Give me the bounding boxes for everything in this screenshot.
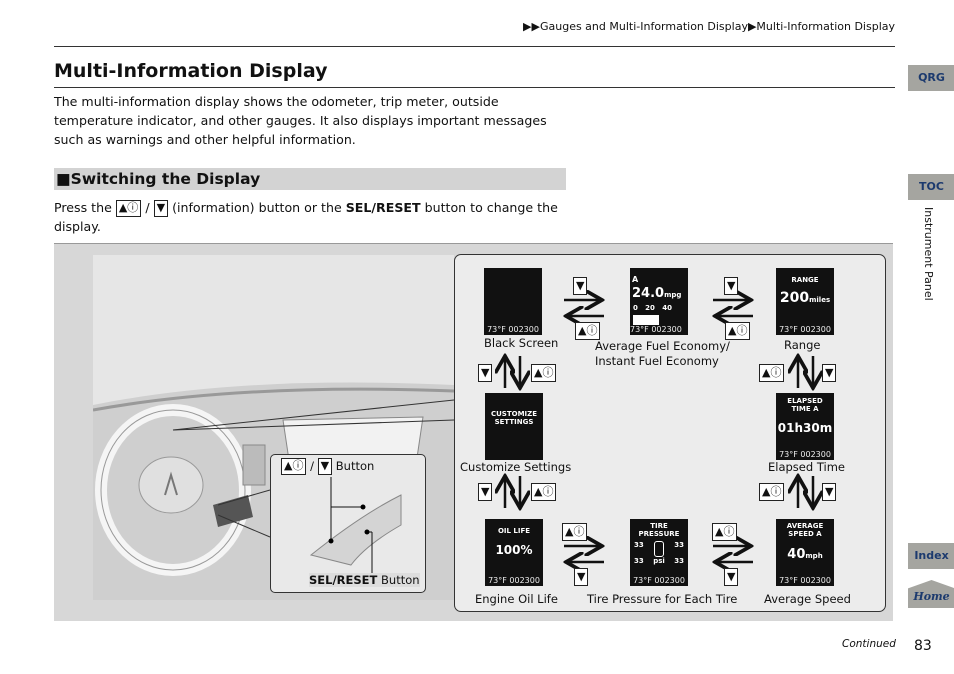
info-up-button-icon: ▲ⓘ xyxy=(759,483,785,501)
page-title: Multi-Information Display xyxy=(54,60,328,82)
car-icon xyxy=(654,541,664,557)
header-divider xyxy=(54,46,895,47)
down-button-icon: ▼ xyxy=(478,364,493,382)
tab-index[interactable]: Index xyxy=(908,543,954,569)
section-marker: ■ xyxy=(56,170,71,188)
page-number: 83 xyxy=(914,638,932,654)
title-underline xyxy=(54,87,895,88)
intro-paragraph: The multi-information display shows the … xyxy=(54,94,547,147)
label-average-speed: Average Speed xyxy=(764,592,851,606)
info-up-button-icon: ▲ⓘ xyxy=(575,322,601,340)
section-title: Switching the Display xyxy=(70,170,261,188)
label-engine-oil-life: Engine Oil Life xyxy=(475,592,558,606)
info-up-button-glyph: ▲ⓘ xyxy=(115,200,142,217)
screen-black: 73°F 002300 xyxy=(484,268,542,335)
label-customize-settings: Customize Settings xyxy=(460,460,572,474)
tab-toc[interactable]: TOC xyxy=(908,174,954,200)
breadcrumb-current[interactable]: Multi-Information Display xyxy=(756,20,895,33)
down-button-icon: ▼ xyxy=(724,277,739,295)
info-up-button-icon: ▲ⓘ xyxy=(712,523,738,541)
transition-arrows xyxy=(454,254,886,612)
breadcrumb-link-gauges[interactable]: Gauges and Multi-Information Display xyxy=(539,20,748,33)
down-button-icon: ▼ xyxy=(822,364,837,382)
breadcrumb-arrows: ▶▶ xyxy=(523,20,540,33)
info-up-button-icon: ▲ⓘ xyxy=(725,322,751,340)
info-up-button-icon: ▲ⓘ xyxy=(759,364,785,382)
info-up-icon: ▲ⓘ xyxy=(281,458,307,475)
down-button-icon: ▼ xyxy=(822,483,837,501)
steering-button-callout: ▲ⓘ / ▼ Button SEL/RESET Button xyxy=(270,454,426,593)
tab-home[interactable]: Home xyxy=(908,580,954,608)
instruction-text: Press the ▲ⓘ / ▼ (information) button or… xyxy=(54,200,558,234)
label-range: Range xyxy=(784,338,821,352)
breadcrumb: ▶▶Gauges and Multi-Information Display▶M… xyxy=(523,20,895,33)
info-up-button-icon: ▲ⓘ xyxy=(531,483,557,501)
callout-leaders xyxy=(309,477,402,573)
section-heading: ■Switching the Display xyxy=(54,168,566,190)
tab-qrg[interactable]: QRG xyxy=(908,65,954,91)
down-button-icon: ▼ xyxy=(573,277,588,295)
label-fuel-economy: Average Fuel Economy/Instant Fuel Econom… xyxy=(595,339,730,368)
screen-fuel-economy: A 24.0mpg 0 20 40 73°F 002300 xyxy=(630,268,688,335)
label-tire-pressure: Tire Pressure for Each Tire xyxy=(587,592,738,606)
down-button-icon: ▼ xyxy=(724,568,739,586)
chapter-label: Instrument Panel xyxy=(922,207,935,301)
info-button-label: ▲ⓘ / ▼ Button xyxy=(281,458,374,475)
sel-reset-label: SEL/RESET Button xyxy=(309,573,420,587)
breadcrumb-sep: ▶ xyxy=(747,20,757,33)
label-black-screen: Black Screen xyxy=(484,336,559,350)
info-up-button-icon: ▲ⓘ xyxy=(562,523,588,541)
down-button-glyph: ▼ xyxy=(153,200,169,217)
continued-note: Continued xyxy=(842,638,896,650)
down-button-icon: ▼ xyxy=(478,483,493,501)
down-icon: ▼ xyxy=(317,458,333,475)
info-up-button-icon: ▲ⓘ xyxy=(531,364,557,382)
down-button-icon: ▼ xyxy=(574,568,589,586)
label-elapsed-time: Elapsed Time xyxy=(768,460,845,474)
